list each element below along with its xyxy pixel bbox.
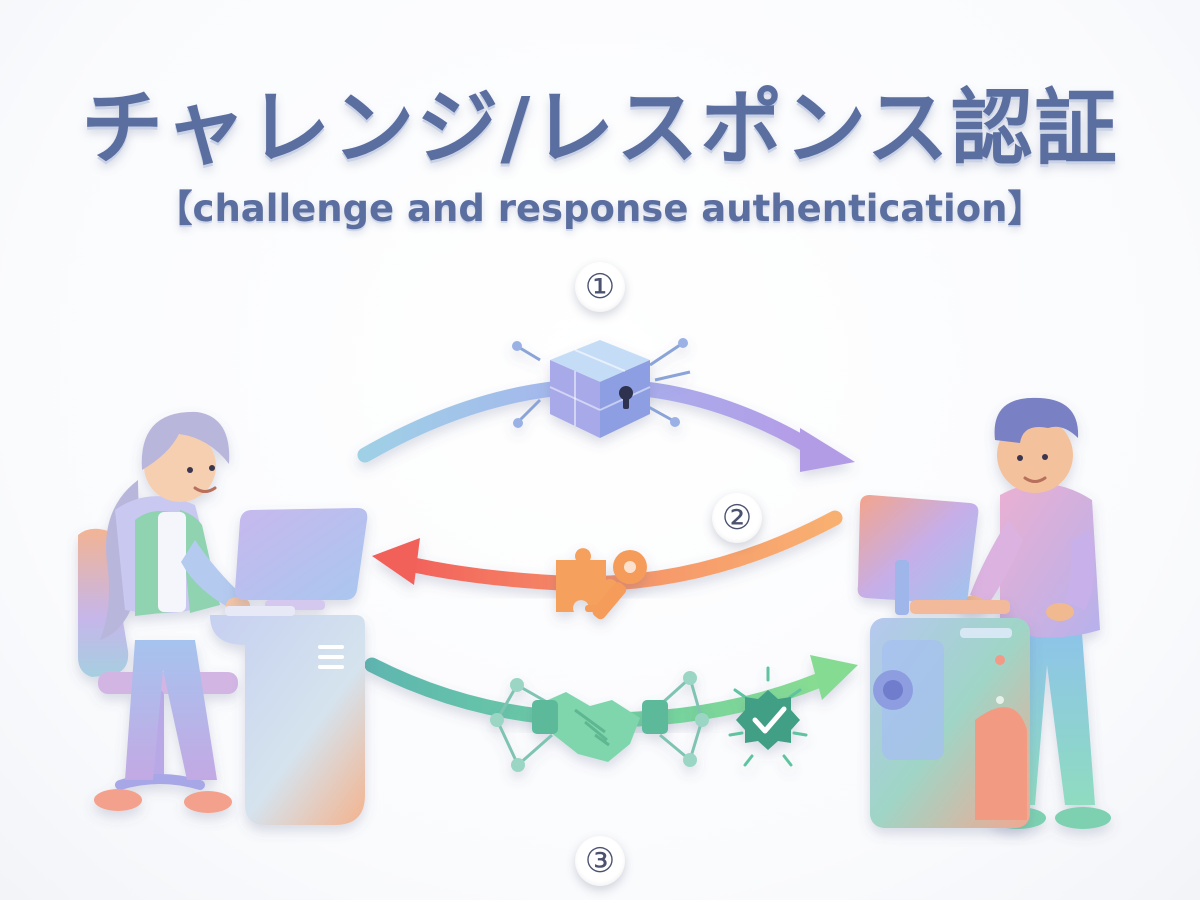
handshake-check-icon [490, 671, 709, 772]
client-user-figure [78, 411, 250, 813]
step-2-badge: ② [712, 493, 762, 543]
page-subtitle: 【challenge and response authentication】 [155, 187, 1045, 230]
puzzle-cube-lock-icon [512, 338, 691, 438]
step-1-badge: ① [575, 262, 625, 312]
step-3-badge: ③ [575, 836, 625, 886]
check-badge-icon [728, 666, 808, 767]
server-computer [857, 495, 1030, 828]
client-computer [210, 508, 368, 825]
page-title: チャレンジ/レスポンス認証 [81, 81, 1119, 176]
puzzle-key-icon [556, 548, 647, 620]
